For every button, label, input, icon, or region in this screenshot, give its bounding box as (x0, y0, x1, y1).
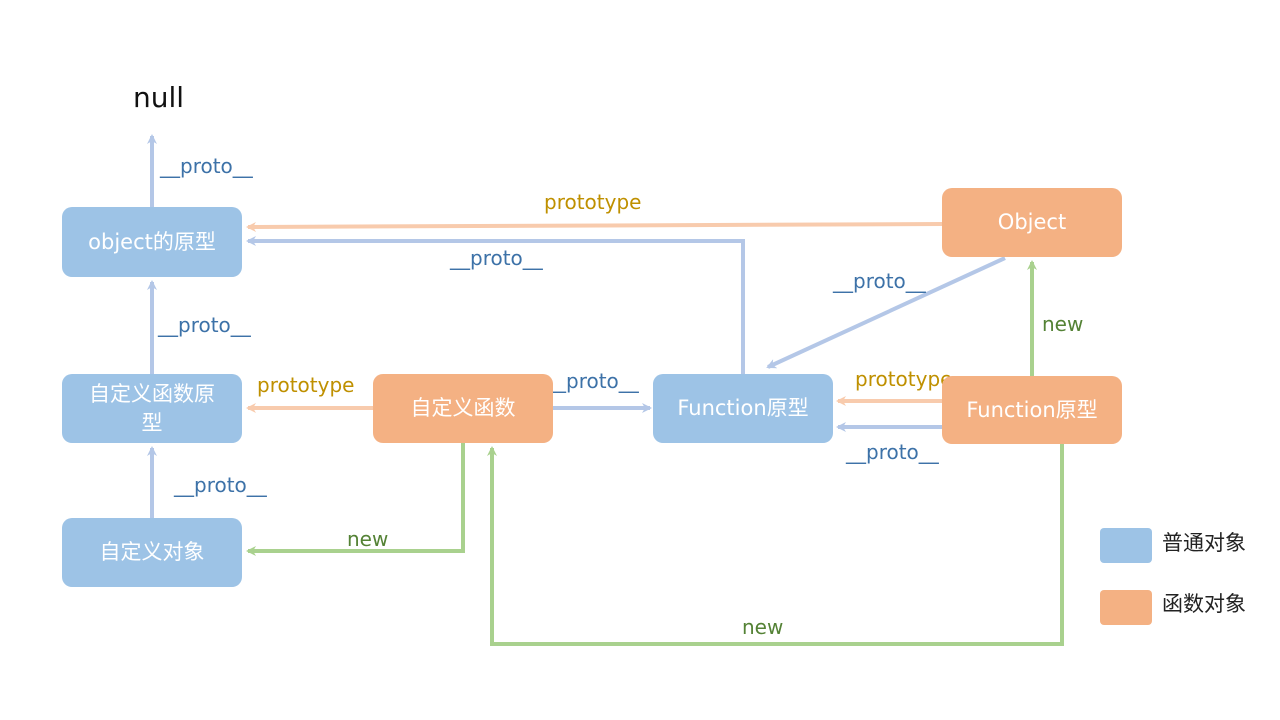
node-object-prototype: object的原型 (62, 207, 242, 277)
svg-text:Object: Object (998, 210, 1066, 234)
node-custom-function: 自定义函数 (373, 374, 553, 443)
edge-label: __proto__ (545, 369, 640, 393)
edge-label: prototype (855, 367, 952, 391)
node-custom-function-prototype: 自定义函数原 型 (62, 374, 242, 443)
node-custom-object: 自定义对象 (62, 518, 242, 587)
edge-object-fnproto (766, 256, 1006, 369)
edge-label: new (742, 615, 783, 639)
svg-text:Function原型: Function原型 (966, 398, 1097, 422)
edge-label: __proto__ (173, 473, 268, 497)
edge-label: __proto__ (159, 154, 254, 178)
node-object-constructor: Object (942, 188, 1122, 257)
edge-object-prototype (246, 221, 943, 232)
null-label: null (133, 81, 184, 114)
svg-text:自定义对象: 自定义对象 (100, 540, 205, 564)
edge-cf-new-cobj (246, 443, 465, 556)
legend-swatch-normal (1100, 528, 1152, 563)
svg-text:型: 型 (142, 411, 163, 435)
legend-label-function: 函数对象 (1162, 592, 1246, 616)
edge-fn-new-cf (487, 444, 1064, 646)
edge-label: __proto__ (845, 440, 940, 464)
edge-label: new (1042, 312, 1083, 336)
legend-label-normal: 普通对象 (1162, 531, 1246, 555)
node-function-constructor: Function原型 (942, 376, 1122, 444)
node-function-prototype: Function原型 (653, 374, 833, 443)
edge-label: __proto__ (832, 269, 927, 293)
svg-text:自定义函数: 自定义函数 (411, 396, 516, 420)
edge-label: prototype (257, 373, 354, 397)
svg-text:object的原型: object的原型 (88, 230, 216, 254)
edge-label: new (347, 527, 388, 551)
edge-fnproto-objproto (246, 236, 745, 374)
svg-text:自定义函数原: 自定义函数原 (89, 382, 215, 406)
edge-label: prototype (544, 190, 641, 214)
legend-swatch-function (1100, 590, 1152, 625)
edge-label: __proto__ (157, 313, 252, 337)
legend: 普通对象 函数对象 (1100, 528, 1246, 625)
svg-text:Function原型: Function原型 (677, 396, 808, 420)
edge-label: __proto__ (449, 246, 544, 270)
